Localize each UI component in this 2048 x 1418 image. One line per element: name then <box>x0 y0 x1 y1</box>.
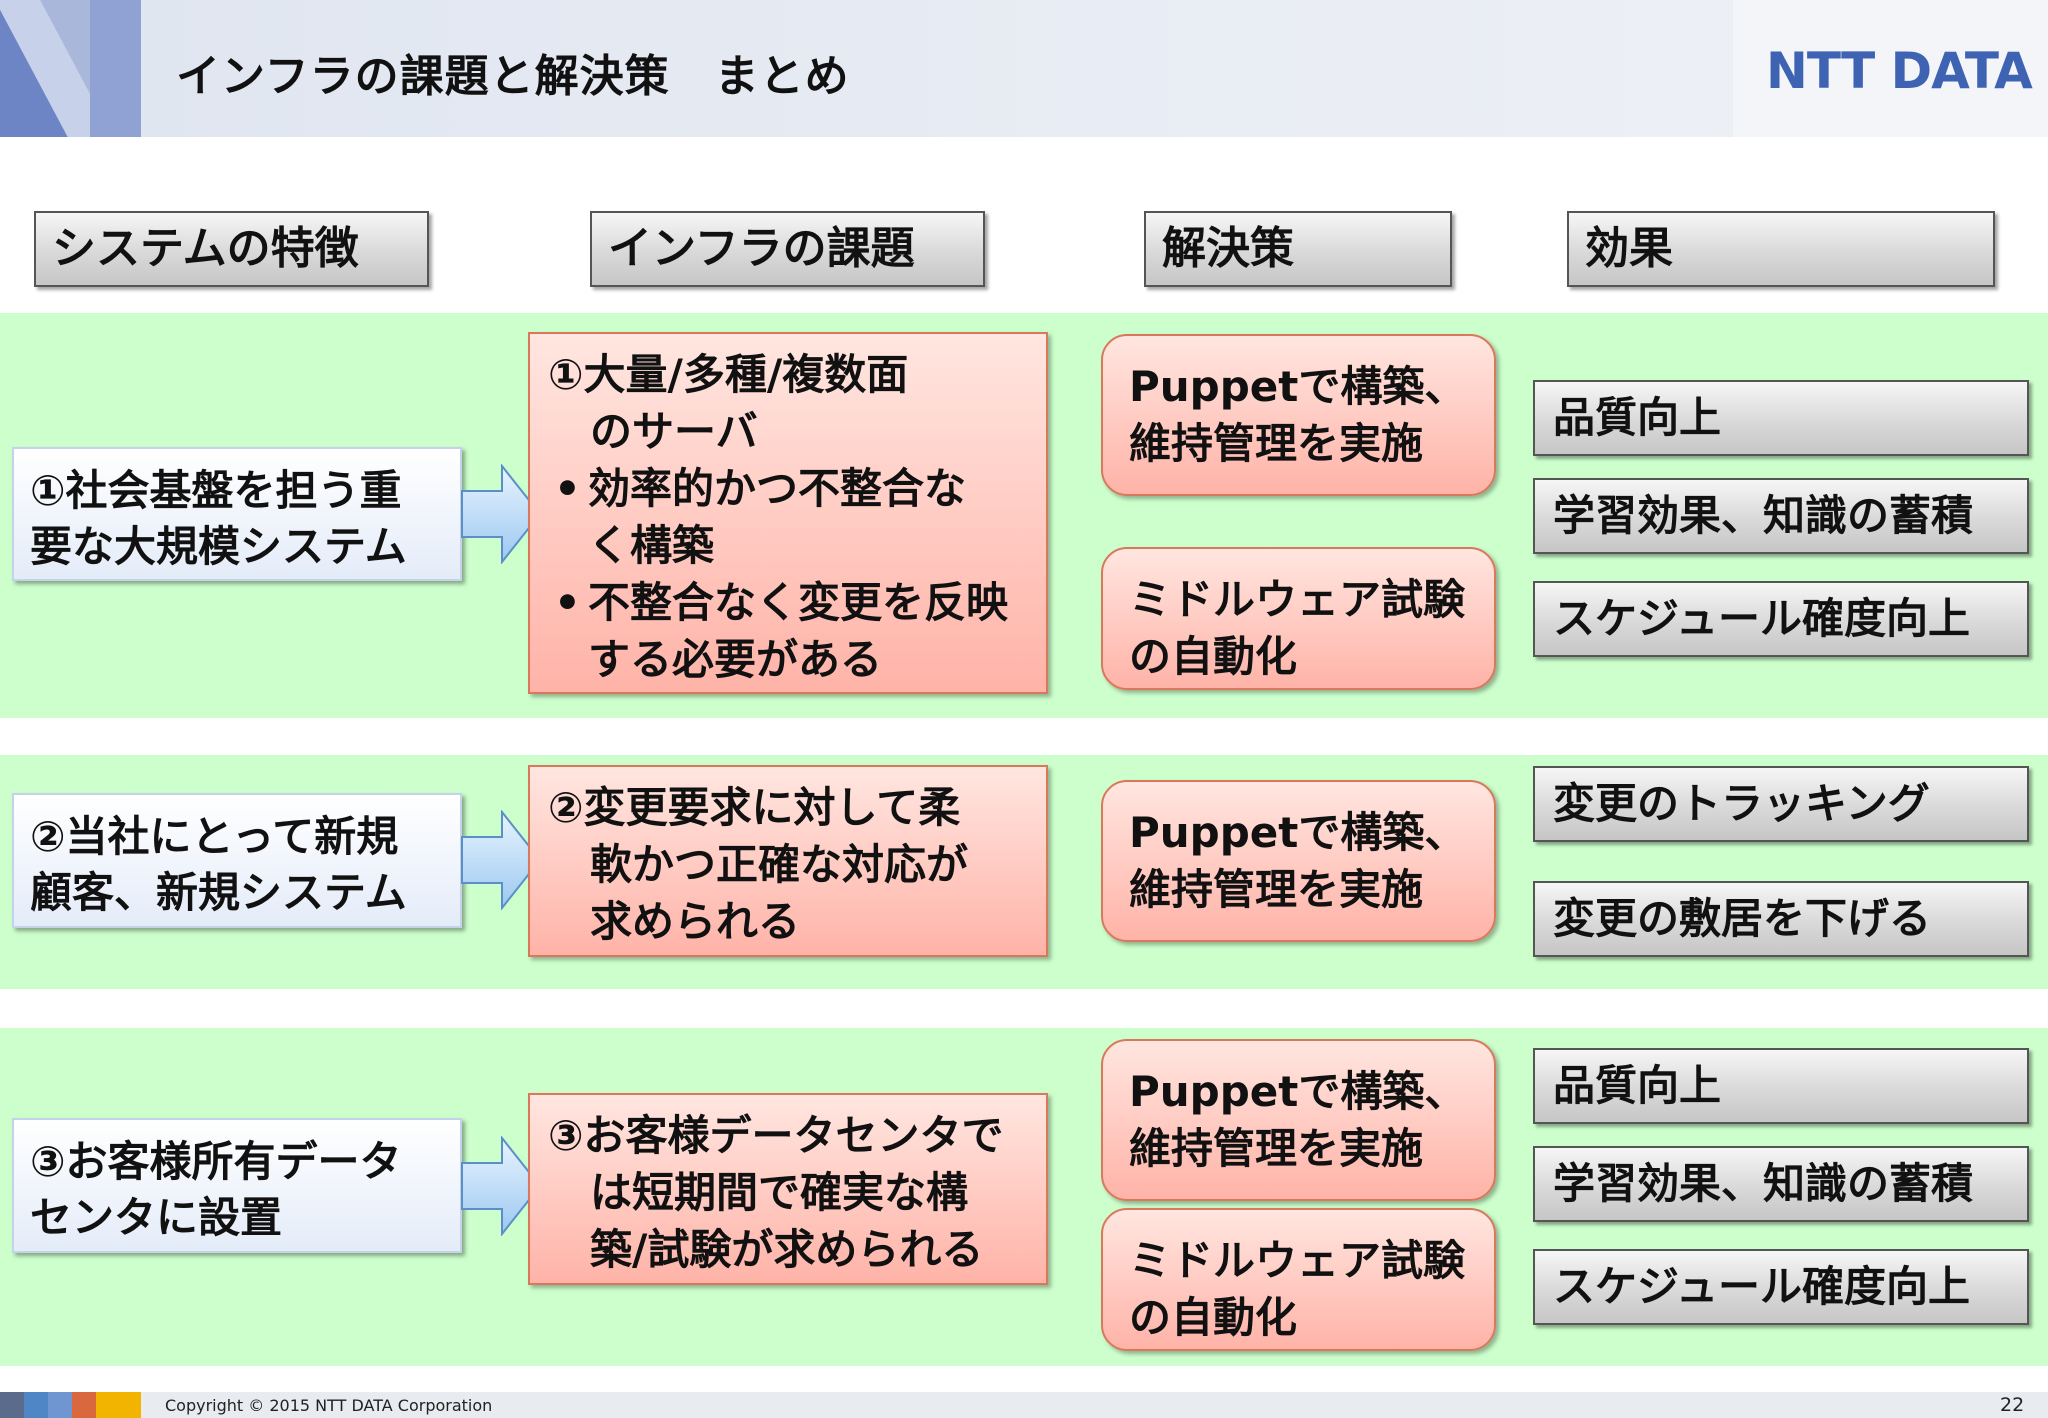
column-header-features: システムの特徴 <box>34 211 429 287</box>
corner-decoration <box>0 0 141 137</box>
arrow-right-icon <box>461 464 542 564</box>
footer-color-square <box>24 1392 48 1418</box>
solution-box: Puppetで構築、 維持管理を実施 <box>1101 334 1496 496</box>
feature-box-3: ③お客様所有データ センタに設置 <box>12 1118 462 1253</box>
issue-bullet-list: 効率的かつ不整合な く構築 不整合なく変更を反映 する必要がある <box>548 460 1028 688</box>
footer-color-square <box>96 1392 141 1418</box>
solution-box: Puppetで構築、 維持管理を実施 <box>1101 1039 1496 1201</box>
effect-box: スケジュール確度向上 <box>1533 581 2029 657</box>
column-header-effects: 効果 <box>1567 211 1995 287</box>
issue-bullet: 効率的かつ不整合な く構築 <box>554 460 1028 574</box>
column-header-issues: インフラの課題 <box>590 211 985 287</box>
effect-box: 学習効果、知識の蓄積 <box>1533 1146 2029 1222</box>
ntt-data-logo: NTT DATA <box>1766 42 2033 100</box>
issue-box-1: ①大量/多種/複数面 のサーバ 効率的かつ不整合な く構築 不整合なく変更を反映… <box>528 332 1048 694</box>
effect-box: 品質向上 <box>1533 380 2029 456</box>
effect-box: 変更のトラッキング <box>1533 766 2029 842</box>
effect-box: 品質向上 <box>1533 1048 2029 1124</box>
footer-color-square <box>48 1392 72 1418</box>
header-band <box>0 0 2048 137</box>
issue-title: ①大量/多種/複数面 のサーバ <box>548 350 909 456</box>
issue-box-3: ③お客様データセンタで は短期間で確実な構 築/試験が求められる <box>528 1093 1048 1285</box>
copyright-text: Copyright © 2015 NTT DATA Corporation <box>165 1396 493 1415</box>
footer-bar <box>0 1392 2048 1418</box>
column-header-solutions: 解決策 <box>1144 211 1452 287</box>
effect-box: 学習効果、知識の蓄積 <box>1533 478 2029 554</box>
issue-box-2: ②変更要求に対して柔 軟かつ正確な対応が 求められる <box>528 765 1048 957</box>
page-title: インフラの課題と解決策 まとめ <box>176 51 850 102</box>
issue-title: ②変更要求に対して柔 軟かつ正確な対応が 求められる <box>548 783 969 946</box>
feature-box-2: ②当社にとって新規 顧客、新規システム <box>12 793 462 928</box>
issue-title: ③お客様データセンタで は短期間で確実な構 築/試験が求められる <box>548 1111 1004 1274</box>
solution-box: ミドルウェア試験 の自動化 <box>1101 1208 1496 1351</box>
page-number: 22 <box>2000 1394 2025 1416</box>
footer-color-square <box>0 1392 24 1418</box>
header-logo-area <box>1733 0 2048 137</box>
effect-box: 変更の敷居を下げる <box>1533 881 2029 957</box>
issue-bullet: 不整合なく変更を反映 する必要がある <box>554 574 1028 688</box>
solution-box: Puppetで構築、 維持管理を実施 <box>1101 780 1496 942</box>
arrow-right-icon <box>461 810 542 910</box>
footer-color-square <box>72 1392 96 1418</box>
solution-box: ミドルウェア試験 の自動化 <box>1101 547 1496 690</box>
arrow-right-icon <box>461 1136 542 1236</box>
feature-box-1: ①社会基盤を担う重 要な大規模システム <box>12 447 462 581</box>
effect-box: スケジュール確度向上 <box>1533 1249 2029 1325</box>
